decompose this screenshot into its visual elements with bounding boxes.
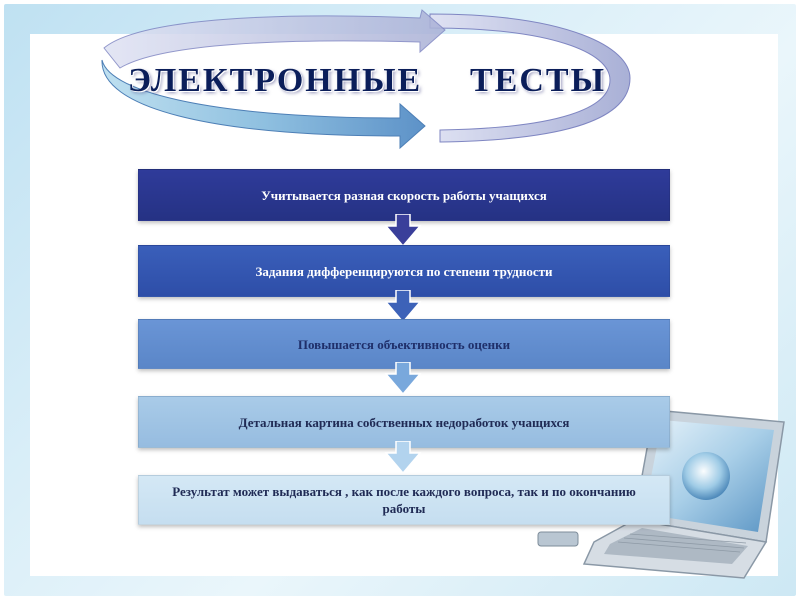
step-2-label: Задания дифференцируются по степени труд… (255, 263, 553, 279)
step-2-box: Задания дифференцируются по степени труд… (138, 245, 670, 297)
down-arrow-icon (384, 214, 422, 248)
down-arrow-icon (384, 362, 422, 396)
step-4-label: Детальная картина собственных недоработо… (238, 414, 570, 430)
step-1-label: Учитывается разная скорость работы учащи… (261, 187, 547, 203)
down-arrow-icon (384, 441, 422, 475)
step-4-box: Детальная картина собственных недоработо… (138, 396, 670, 448)
laptop-icon (537, 409, 785, 579)
step-3-label: Повышается объективность оценки (297, 336, 511, 352)
step-1-box: Учитывается разная скорость работы учащи… (138, 169, 670, 221)
swoosh-arrow-icon (101, 9, 631, 150)
down-arrow-icon (384, 290, 422, 324)
title-word-electronic: ЭЛЕКТРОННЫЕ (128, 62, 423, 99)
title-word-tests: ТЕСТЫ (470, 62, 606, 99)
step-5-box: Результат может выдаваться , как после к… (138, 475, 670, 525)
step-5-label: Результат может выдаваться , как после к… (172, 484, 636, 516)
